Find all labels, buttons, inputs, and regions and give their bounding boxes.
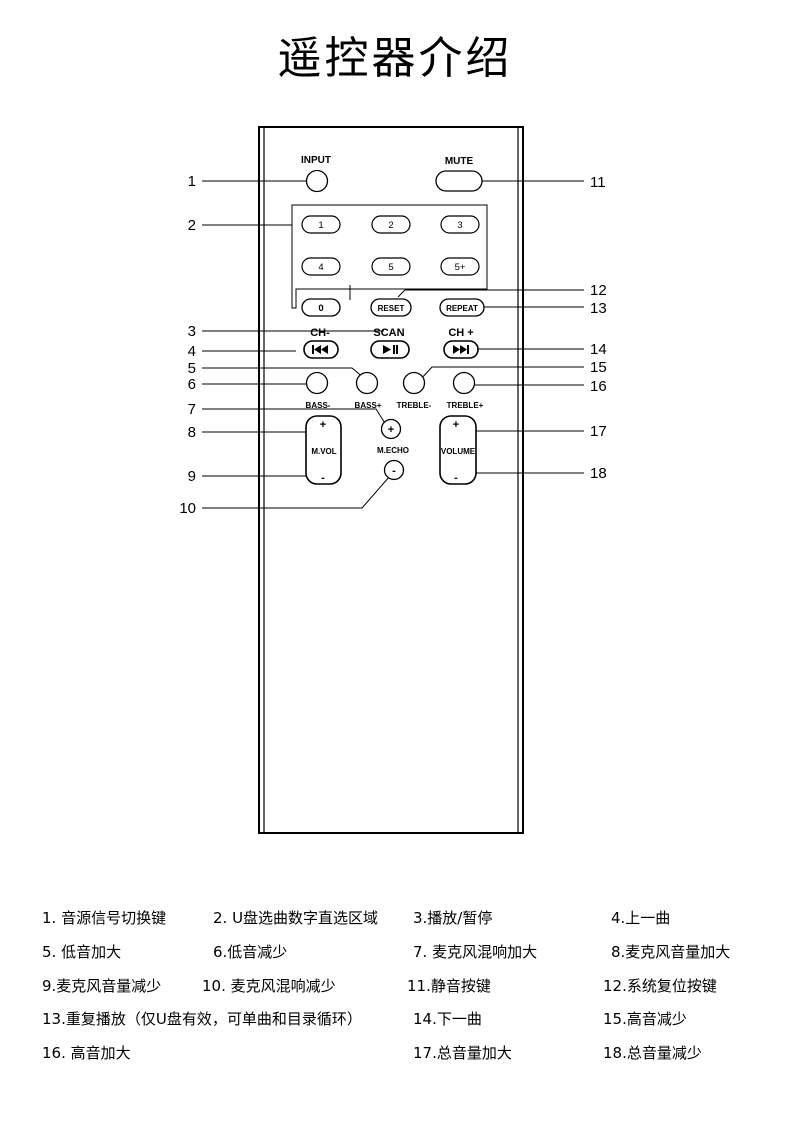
callout-16: 16 bbox=[590, 378, 607, 395]
svg-text:RESET: RESET bbox=[378, 304, 405, 313]
callout-10: 10 bbox=[179, 500, 196, 517]
svg-text:-: - bbox=[392, 465, 396, 477]
master-volume-plus[interactable]: + bbox=[453, 419, 459, 431]
legend-item-13: 13.重复播放（仅U盘有效，可单曲和目录循环） bbox=[42, 1010, 362, 1028]
legend-item-4: 4.上一曲 bbox=[611, 909, 671, 927]
legend-item-8: 8.麦克风音量加大 bbox=[611, 943, 731, 961]
master-volume-minus[interactable]: - bbox=[454, 472, 458, 484]
play-pause-icon bbox=[383, 345, 398, 354]
bass-minus-button[interactable]: BASS- bbox=[306, 371, 331, 411]
svg-text:BASS+: BASS+ bbox=[355, 401, 382, 410]
svg-text:BASS-: BASS- bbox=[306, 401, 331, 410]
skip-forward-icon bbox=[453, 345, 469, 354]
mic-volume-plus[interactable]: + bbox=[320, 419, 326, 431]
digit-area-frame bbox=[291, 204, 488, 309]
callout-7: 7 bbox=[188, 401, 196, 418]
input-label: INPUT bbox=[301, 155, 331, 166]
callout-numbers: 1 2 3 4 5 6 7 8 9 10 11 12 13 14 15 16 1… bbox=[179, 173, 606, 517]
svg-text:TREBLE-: TREBLE- bbox=[397, 401, 432, 410]
mic-volume-rocker[interactable]: + M.VOL - bbox=[305, 415, 342, 485]
previous-track-button[interactable] bbox=[303, 340, 339, 359]
svg-text:5: 5 bbox=[388, 262, 393, 273]
callout-1: 1 bbox=[188, 173, 196, 190]
repeat-button[interactable]: REPEAT bbox=[439, 298, 485, 317]
svg-text:2: 2 bbox=[388, 220, 393, 231]
ch-plus-label: CH + bbox=[448, 327, 473, 339]
callout-5: 5 bbox=[188, 360, 196, 377]
ch-minus-label: CH- bbox=[310, 327, 330, 339]
skip-back-icon bbox=[312, 345, 328, 354]
mute-button[interactable]: MUTE bbox=[435, 156, 483, 192]
scan-label: SCAN bbox=[373, 327, 404, 339]
legend-item-18: 18.总音量减少 bbox=[603, 1044, 702, 1062]
digit-key-3[interactable]: 3 bbox=[440, 215, 480, 234]
svg-text:5+: 5+ bbox=[455, 262, 466, 273]
mic-volume-minus[interactable]: - bbox=[321, 472, 325, 484]
callout-8: 8 bbox=[188, 424, 196, 441]
bass-plus-button[interactable]: BASS+ bbox=[355, 371, 382, 411]
digit-key-0[interactable]: 0 bbox=[301, 298, 341, 317]
input-button[interactable]: INPUT bbox=[301, 155, 331, 193]
digit-key-1[interactable]: 1 bbox=[301, 215, 341, 234]
svg-text:+: + bbox=[388, 424, 394, 436]
callout-6: 6 bbox=[188, 376, 196, 393]
mic-echo-label: M.ECHO bbox=[377, 446, 409, 455]
play-pause-button[interactable] bbox=[370, 340, 410, 359]
legend-item-11: 11.静音按键 bbox=[407, 977, 491, 995]
callout-lines bbox=[202, 180, 584, 509]
legend-item-16: 16. 高音加大 bbox=[42, 1044, 131, 1062]
legend-item-12: 12.系统复位按键 bbox=[603, 977, 717, 995]
callout-17: 17 bbox=[590, 423, 607, 440]
callout-4: 4 bbox=[188, 343, 196, 360]
mic-volume-label: M.VOL bbox=[311, 447, 336, 456]
svg-text:0: 0 bbox=[318, 303, 323, 314]
callout-12: 12 bbox=[590, 282, 607, 299]
legend-item-7: 7. 麦克风混响加大 bbox=[413, 943, 538, 961]
legend-item-5: 5. 低音加大 bbox=[42, 943, 122, 961]
page-title: 遥控器介绍 bbox=[277, 33, 513, 84]
callout-13: 13 bbox=[590, 300, 607, 317]
remote-diagram: 1 2 3 4 5 6 7 8 9 10 11 12 13 14 15 16 1… bbox=[179, 126, 607, 834]
master-volume-rocker[interactable]: + VOLUME - bbox=[439, 415, 477, 485]
svg-text:TREBLE+: TREBLE+ bbox=[447, 401, 484, 410]
legend-item-17: 17.总音量加大 bbox=[413, 1044, 512, 1062]
callout-14: 14 bbox=[590, 341, 607, 358]
legend-item-2: 2. U盘选曲数字直选区域 bbox=[213, 909, 379, 927]
treble-minus-button[interactable]: TREBLE- bbox=[397, 371, 432, 411]
legend-item-15: 15.高音减少 bbox=[603, 1010, 687, 1028]
digit-key-4[interactable]: 4 bbox=[301, 257, 341, 276]
mute-label: MUTE bbox=[445, 156, 474, 167]
svg-text:REPEAT: REPEAT bbox=[446, 304, 478, 313]
svg-text:3: 3 bbox=[457, 220, 462, 231]
digit-key-5[interactable]: 5 bbox=[371, 257, 411, 276]
legend-item-3: 3.播放/暂停 bbox=[413, 909, 493, 927]
next-track-button[interactable] bbox=[443, 340, 479, 359]
digit-key-2[interactable]: 2 bbox=[371, 215, 411, 234]
callout-15: 15 bbox=[590, 359, 607, 376]
legend-item-6: 6.低音减少 bbox=[213, 943, 288, 961]
treble-plus-button[interactable]: TREBLE+ bbox=[447, 371, 484, 411]
mic-echo-plus-button[interactable]: + bbox=[380, 418, 402, 440]
callout-18: 18 bbox=[590, 465, 607, 482]
svg-text:4: 4 bbox=[318, 262, 323, 273]
reset-button[interactable]: RESET bbox=[370, 298, 412, 317]
legend-item-9: 9.麦克风音量减少 bbox=[42, 977, 162, 995]
mic-echo-minus-button[interactable]: - bbox=[383, 459, 405, 481]
remote-body bbox=[258, 126, 524, 834]
callout-2: 2 bbox=[188, 217, 196, 234]
svg-text:1: 1 bbox=[318, 220, 323, 231]
legend-item-10: 10. 麦克风混响减少 bbox=[202, 977, 336, 995]
digit-key-5-plus[interactable]: 5+ bbox=[440, 257, 480, 276]
legend-item-1: 1. 音源信号切换键 bbox=[42, 909, 167, 927]
master-volume-label: VOLUME bbox=[441, 447, 476, 456]
legend-item-14: 14.下一曲 bbox=[413, 1010, 482, 1028]
callout-3: 3 bbox=[188, 323, 196, 340]
callout-9: 9 bbox=[188, 468, 196, 485]
callout-11: 11 bbox=[590, 174, 606, 191]
